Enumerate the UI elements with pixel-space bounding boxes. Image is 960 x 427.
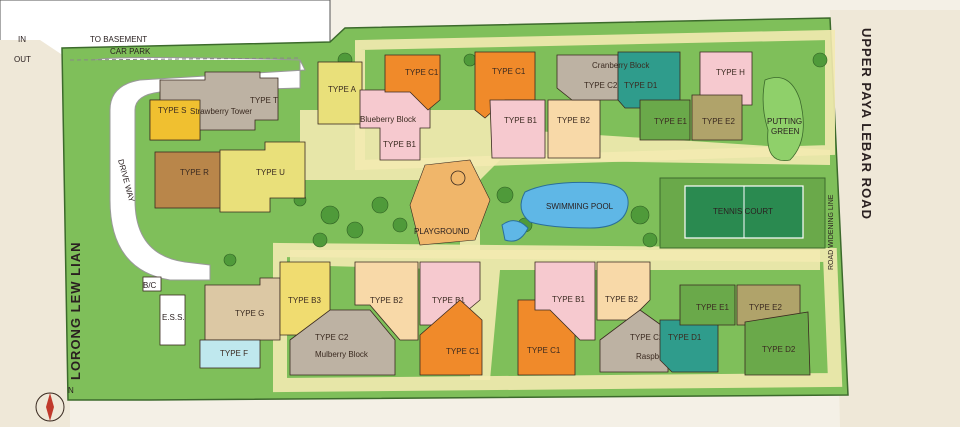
wading-pool-shape: [501, 220, 529, 242]
block-blueberry: Blueberry Block: [360, 115, 417, 124]
unit-type-t: TYPE T: [250, 96, 278, 105]
lorong-lew-lian-road: [0, 40, 70, 427]
unit-type-b2-mulberry: TYPE B2: [370, 296, 403, 305]
basement-line1: TO BASEMENT: [90, 35, 147, 44]
drive-way: [94, 57, 306, 281]
unit-type-r-shape: [154, 151, 224, 209]
unit-type-b2-raspberry: TYPE B2: [605, 295, 638, 304]
unit-type-c1-top1-shape: [384, 54, 441, 111]
unit-type-b2-mulberry-shape: [354, 261, 419, 341]
unit-type-c2-raspberry: TYPE C2: [630, 333, 664, 342]
unit-type-d1-raspberry-shape: [659, 319, 719, 373]
unit-type-b1-raspberry-shape: [534, 261, 596, 341]
unit-type-c1-top1: TYPE C1: [405, 68, 439, 77]
unit-type-s: TYPE S: [158, 106, 186, 115]
unit-type-h-shape: [699, 51, 753, 106]
unit-type-b1-top: TYPE B1: [504, 116, 537, 125]
road-widening-line-label: ROAD WIDENING LINE: [828, 194, 835, 270]
road-upper-paya-lebar: UPPER PAYA LEBAR ROAD: [859, 28, 874, 220]
unit-type-e2-top: TYPE E2: [702, 117, 735, 126]
playground-equipment: [450, 170, 466, 186]
unit-type-a: TYPE A: [328, 85, 357, 94]
unit-type-c1-top2: TYPE C1: [492, 67, 526, 76]
playground-shape: [409, 159, 491, 246]
bc-shape: [142, 276, 162, 292]
swimming-pool-shape: [520, 181, 629, 229]
unit-type-s-shape: [149, 99, 201, 141]
unit-type-f-shape: [199, 339, 261, 369]
block-strawberry-tower: Strawberry Tower: [190, 107, 252, 116]
playground-label: PLAYGROUND: [414, 227, 470, 236]
unit-type-c2-mulberry: TYPE C2: [315, 333, 349, 342]
unit-type-e2-top-shape: [691, 94, 743, 141]
unit-type-b3: TYPE B3: [288, 296, 321, 305]
unit-type-b1-blueberry: TYPE B1: [383, 140, 416, 149]
putting-green-label-line2: GREEN: [771, 127, 800, 136]
entrance-in-label: IN: [18, 35, 26, 44]
unit-type-b2-top: TYPE B2: [557, 116, 590, 125]
swimming-pool-label: SWIMMING POOL: [546, 202, 614, 211]
unit-type-c2-mulberry-shape: [289, 309, 396, 376]
unit-type-u-shape: [219, 141, 306, 213]
unit-type-c1-mulberry-shape: [419, 299, 483, 376]
unit-type-f: TYPE F: [220, 349, 248, 358]
basement-line2: CAR PARK: [110, 47, 151, 56]
unit-type-d1-raspberry: TYPE D1: [668, 333, 702, 342]
unit-type-e1-raspberry-shape: [679, 284, 736, 326]
tennis-court-label: TENNIS COURT: [713, 207, 773, 216]
unit-type-c2-top: TYPE C2: [584, 81, 618, 90]
upper-paya-lebar-road: [830, 10, 960, 427]
unit-type-r: TYPE R: [180, 168, 209, 177]
unit-type-h: TYPE H: [716, 68, 745, 77]
unit-type-a-shape: [317, 61, 363, 125]
entrance-out-label: OUT: [14, 55, 31, 64]
trees: [223, 52, 828, 267]
block-mulberry: Mulberry Block: [315, 350, 369, 359]
unit-type-d1-top: TYPE D1: [624, 81, 658, 90]
ess-shape: [159, 294, 186, 346]
unit-type-b1-top-shape: [489, 99, 546, 159]
entrance-lane-line: [69, 57, 301, 61]
road-lorong-lew-lian: LORONG LEW LIAN: [68, 242, 83, 381]
unit-type-c2-top-shape: [556, 54, 619, 101]
unit-type-e1-top-shape: [639, 99, 691, 141]
unit-type-e1-top: TYPE E1: [654, 117, 687, 126]
ess-label: E.S.S.: [162, 313, 185, 322]
block-cranberry: Cranberry Block: [592, 61, 650, 70]
unit-type-u: TYPE U: [256, 168, 285, 177]
compass-needle: [46, 393, 54, 421]
putting-green-shape: [762, 77, 804, 162]
unit-type-c1-mulberry: TYPE C1: [446, 347, 480, 356]
putting-green-label-line1: PUTTING: [767, 117, 802, 126]
unit-type-b1-raspberry: TYPE B1: [552, 295, 585, 304]
unit-type-c1-raspberry: TYPE C1: [527, 346, 561, 355]
unit-type-g: TYPE G: [235, 309, 264, 318]
unit-type-d2-raspberry: TYPE D2: [762, 345, 796, 354]
unit-type-d2-raspberry-shape: [744, 311, 811, 376]
unit-type-e1-raspberry: TYPE E1: [696, 303, 729, 312]
compass-north-label: N: [68, 386, 74, 395]
unit-type-e2-raspberry: TYPE E2: [749, 303, 782, 312]
bc-label: B/C: [143, 281, 157, 290]
unit-type-b1-mulberry: TYPE B1: [432, 296, 465, 305]
unit-type-b2-top-shape: [547, 99, 601, 159]
